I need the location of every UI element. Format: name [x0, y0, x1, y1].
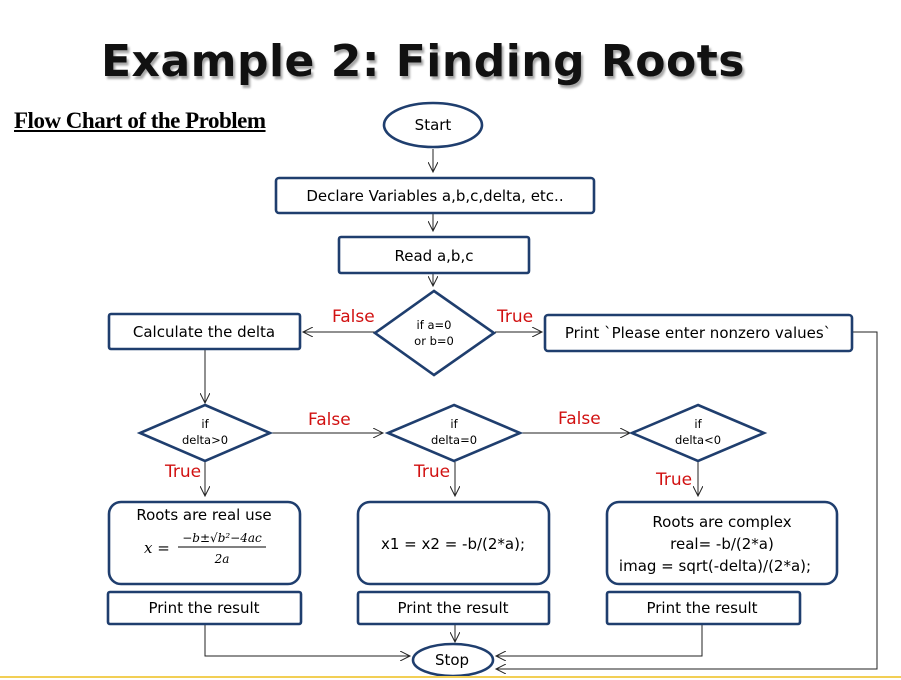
declare-box	[274, 176, 596, 215]
delta-gt-line2: delta>0	[182, 433, 228, 447]
edge-result3-stop	[496, 624, 703, 656]
equal-roots-label: x1 = x2 = -b/(2*a);	[381, 535, 525, 553]
delta-lt-line2: delta<0	[675, 433, 721, 447]
start-label: Start	[415, 116, 452, 134]
print-nonzero-label: Print `Please enter nonzero values`	[565, 324, 831, 342]
delta-lt-diamond	[628, 403, 768, 463]
complex-line3: imag = sqrt(-delta)/(2*a);	[619, 557, 811, 575]
bottom-accent-line	[0, 676, 901, 678]
real-roots-heading: Roots are real use	[136, 506, 271, 524]
read-box	[337, 235, 531, 275]
calc-delta-box	[107, 312, 302, 351]
complex-line2: real= -b/(2*a)	[670, 535, 774, 553]
print-result-label-2: Print the result	[397, 599, 508, 617]
label-true-zero: True	[496, 307, 533, 327]
print-result-label-3: Print the result	[646, 599, 757, 617]
equal-roots-box	[356, 500, 551, 586]
delta-gt-diamond	[136, 403, 274, 463]
check-zero-diamond	[372, 289, 497, 377]
check-zero-line2: or b=0	[414, 334, 454, 348]
edge-nonzero-stop	[496, 331, 878, 669]
delta-eq-line2: delta=0	[431, 433, 477, 447]
edge-result1-stop	[204, 624, 410, 656]
page-subtitle: Flow Chart of the Problem	[14, 108, 266, 133]
label-false-eq: False	[558, 409, 601, 429]
label-true-lt: True	[655, 470, 692, 490]
print-result-box-3	[605, 590, 802, 626]
print-result-box-1	[106, 590, 303, 626]
complex-roots-box	[605, 500, 839, 586]
print-result-label-1: Print the result	[148, 599, 259, 617]
complex-line1: Roots are complex	[652, 513, 791, 531]
formula-lhs: x =	[144, 539, 170, 557]
delta-gt-line1: if	[201, 417, 209, 431]
label-true-eq: True	[413, 462, 450, 482]
label-false-zero: False	[332, 307, 375, 327]
delta-eq-line1: if	[450, 417, 458, 431]
connectors	[204, 149, 878, 669]
real-roots-box	[107, 500, 302, 586]
print-nonzero-box	[543, 313, 854, 353]
delta-eq-diamond	[384, 403, 524, 463]
start-node	[382, 101, 484, 149]
page-title: Example 2: Finding Roots	[101, 36, 745, 87]
delta-lt-line1: if	[694, 417, 702, 431]
label-false-gt: False	[308, 410, 351, 430]
formula-denominator: 2a	[214, 552, 230, 566]
formula-numerator: −b±√b²−4ac	[182, 531, 262, 545]
label-true-gt: True	[164, 462, 201, 482]
print-result-box-2	[356, 590, 551, 626]
read-label: Read a,b,c	[395, 247, 474, 265]
declare-label: Declare Variables a,b,c,delta, etc..	[306, 187, 563, 205]
check-zero-line1: if a=0	[417, 318, 452, 332]
calc-delta-label: Calculate the delta	[133, 323, 275, 341]
stop-label: Stop	[435, 651, 469, 669]
